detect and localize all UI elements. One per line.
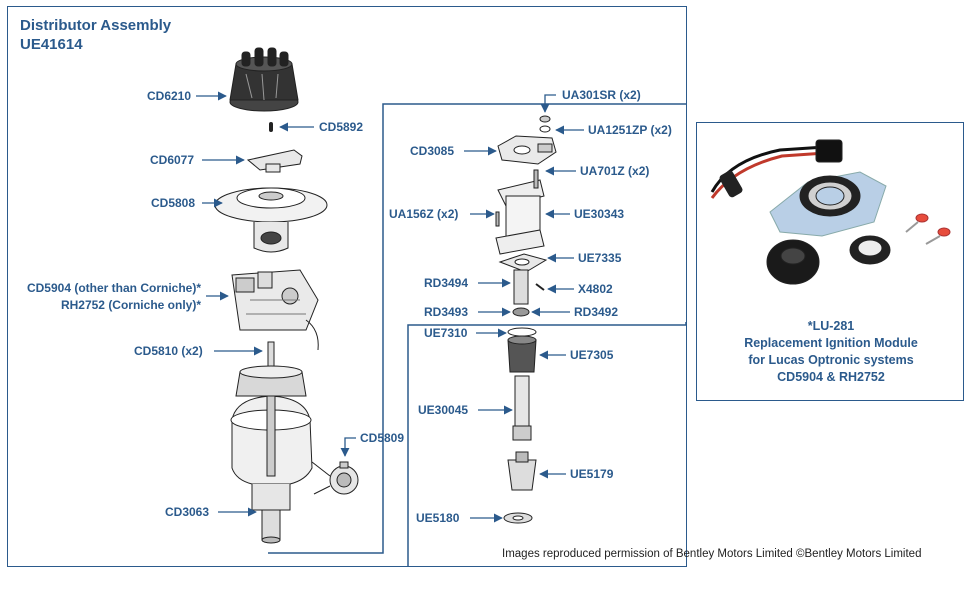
label-cd5892: CD5892	[319, 120, 364, 134]
label-ua156z: UA156Z (x2)	[389, 207, 459, 221]
label-ua301sr: UA301SR (x2)	[562, 88, 641, 102]
label-cd5904: CD5904 (other than Corniche)*	[26, 281, 201, 295]
hardware-nuts-washers	[539, 115, 551, 133]
drive-shaft-assembly	[503, 327, 537, 524]
label-cd5809: CD5809	[360, 431, 405, 445]
label-rh2752: RH2752 (Corniche only)*	[60, 298, 201, 312]
inset-caption-line3: for Lucas Optronic systems	[748, 353, 914, 367]
label-ua1251zp: UA1251ZP (x2)	[588, 123, 672, 137]
label-rd3492: RD3492	[574, 305, 619, 319]
label-cd5810: CD5810 (x2)	[134, 344, 203, 358]
copyright-credit: Images reproduced permission of Bentley …	[502, 548, 922, 560]
inset-frame	[696, 122, 964, 401]
distributor-body	[230, 341, 313, 544]
inset-caption-line1: *LU-281	[807, 319, 855, 333]
label-cd5808: CD5808	[151, 196, 196, 210]
label-ue30045: UE30045	[418, 403, 469, 417]
inset-caption-line2: Replacement Ignition Module	[744, 336, 918, 350]
rotor-arm	[246, 149, 303, 173]
ignition-module	[231, 269, 319, 351]
label-cd3063: CD3063	[165, 505, 210, 519]
vacuum-unit	[311, 461, 359, 495]
label-ue5179: UE5179	[570, 467, 614, 481]
label-cd6210: CD6210	[147, 89, 192, 103]
label-cd3085: CD3085	[410, 144, 455, 158]
label-ua701z: UA701Z (x2)	[580, 164, 650, 178]
carbon-brush	[269, 122, 273, 132]
label-ue7310: UE7310	[424, 326, 468, 340]
label-x4802: X4802	[578, 282, 613, 296]
diagram-title: Distributor Assembly UE41614	[20, 16, 171, 54]
flash-shield	[214, 187, 328, 253]
inset-caption-line4: CD5904 & RH2752	[777, 370, 885, 384]
distributor-cap	[229, 47, 299, 112]
pickup-plate	[498, 253, 548, 317]
label-ue7335: UE7335	[578, 251, 622, 265]
part-number-text: UE41614	[20, 36, 83, 53]
title-text: Distributor Assembly	[20, 17, 172, 34]
mounting-plate	[497, 135, 557, 165]
main-diagram-frame	[7, 6, 687, 567]
label-rd3494: RD3494	[424, 276, 469, 290]
subassembly-connector-lines	[268, 103, 687, 567]
label-cd6077: CD6077	[150, 153, 195, 167]
leader-arrows	[196, 91, 584, 523]
label-rd3493: RD3493	[424, 305, 469, 319]
replacement-module-picture	[710, 139, 951, 285]
label-ue7305: UE7305	[570, 348, 614, 362]
support-bracket	[495, 169, 545, 255]
inset-caption: *LU-281 Replacement Ignition Module for …	[698, 318, 964, 386]
label-ue30343: UE30343	[574, 207, 625, 221]
label-ue5180: UE5180	[416, 511, 460, 525]
